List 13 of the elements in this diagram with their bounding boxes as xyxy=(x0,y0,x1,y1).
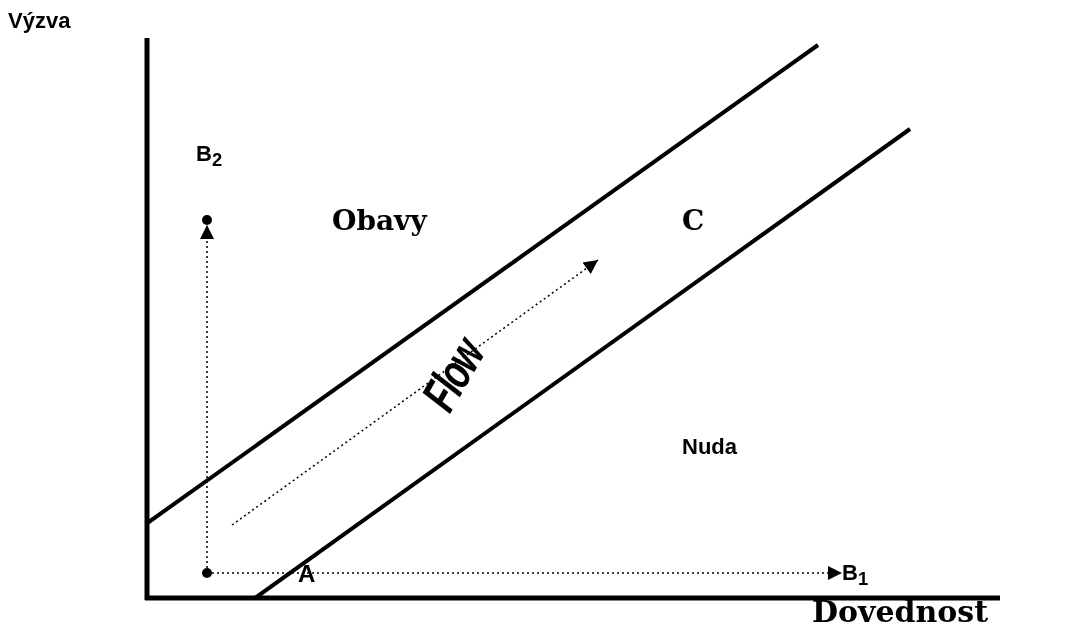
region-label: Obavy xyxy=(332,207,427,235)
point-dot xyxy=(202,215,212,225)
point-label: C xyxy=(682,207,705,235)
axis-point-label: B$_{1}$ xyxy=(842,562,869,589)
arrow xyxy=(200,224,214,569)
point-dot xyxy=(202,568,212,578)
region-label: Nuda xyxy=(682,436,737,458)
arrow xyxy=(211,566,843,580)
axis-title: Dovednost xyxy=(812,597,989,627)
point-label: B$_{2}$ xyxy=(196,143,223,170)
point-label: A xyxy=(298,562,316,586)
flow-label: Flow xyxy=(413,331,493,419)
axis-title: Výzva xyxy=(8,10,71,32)
